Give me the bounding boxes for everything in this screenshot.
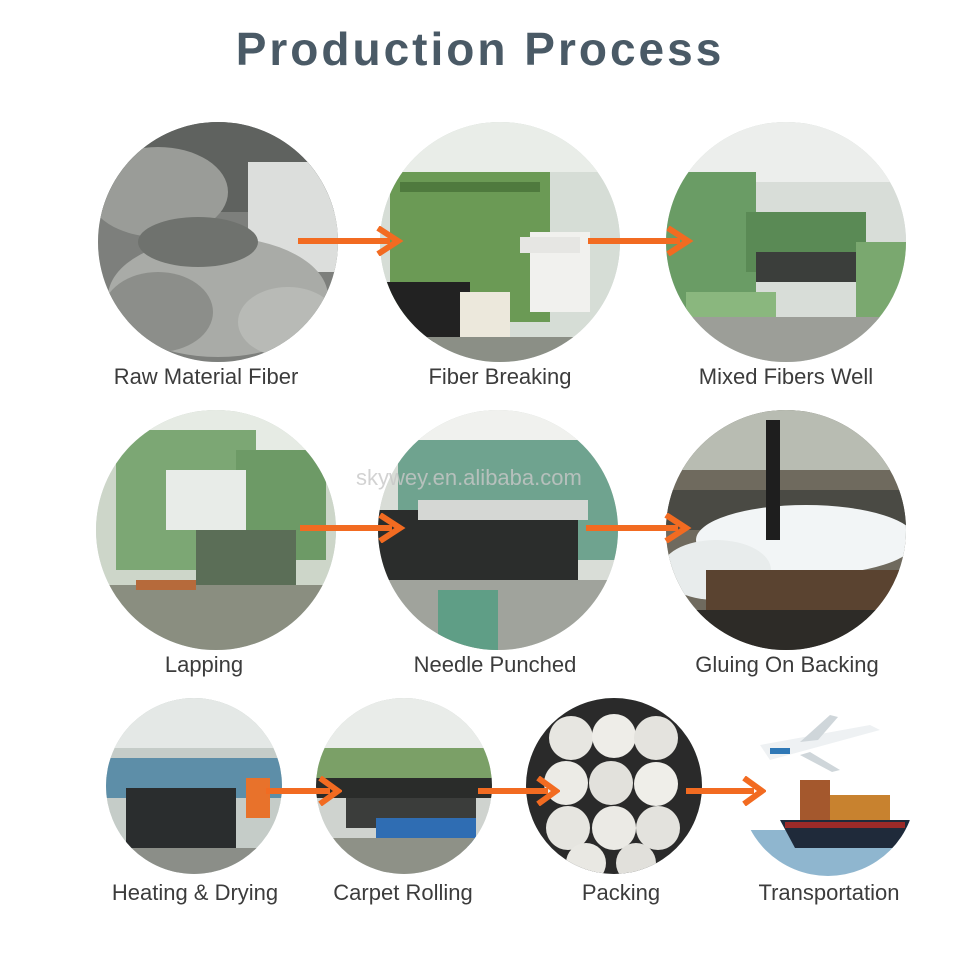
step-label-mixed-fibers-well: Mixed Fibers Well: [698, 364, 874, 389]
step-photo-carpet-rolling: [316, 698, 492, 874]
step-label-transportation: Transportation: [758, 880, 900, 905]
arrow-icon: [266, 776, 342, 806]
step-label-carpet-rolling: Carpet Rolling: [333, 880, 473, 905]
step-label-gluing-on-backing: Gluing On Backing: [695, 652, 879, 677]
arrow-icon: [586, 513, 692, 543]
arrow-icon: [588, 226, 694, 256]
step-label-needle-punched: Needle Punched: [413, 652, 577, 677]
step-label-heating-drying: Heating & Drying: [111, 880, 279, 905]
step-label-fiber-breaking: Fiber Breaking: [428, 364, 572, 389]
arrow-icon: [686, 776, 766, 806]
step-label-raw-material-fiber: Raw Material Fiber: [113, 364, 299, 389]
watermark: skywey.en.alibaba.com: [356, 465, 582, 490]
step-photo-transportation: [740, 700, 916, 876]
arrow-icon: [298, 226, 404, 256]
arrow-icon: [300, 513, 406, 543]
step-label-packing: Packing: [581, 880, 661, 905]
step-photo-mixed-fibers-well: [666, 122, 906, 362]
page-title: Production Process: [235, 23, 725, 75]
step-photo-gluing-on-backing: [666, 410, 906, 650]
arrow-icon: [478, 776, 560, 806]
step-label-lapping: Lapping: [164, 652, 244, 677]
step-photo-heating-drying: [106, 698, 282, 874]
step-photo-needle-punched: [378, 410, 618, 650]
step-photo-fiber-breaking: [380, 122, 620, 362]
